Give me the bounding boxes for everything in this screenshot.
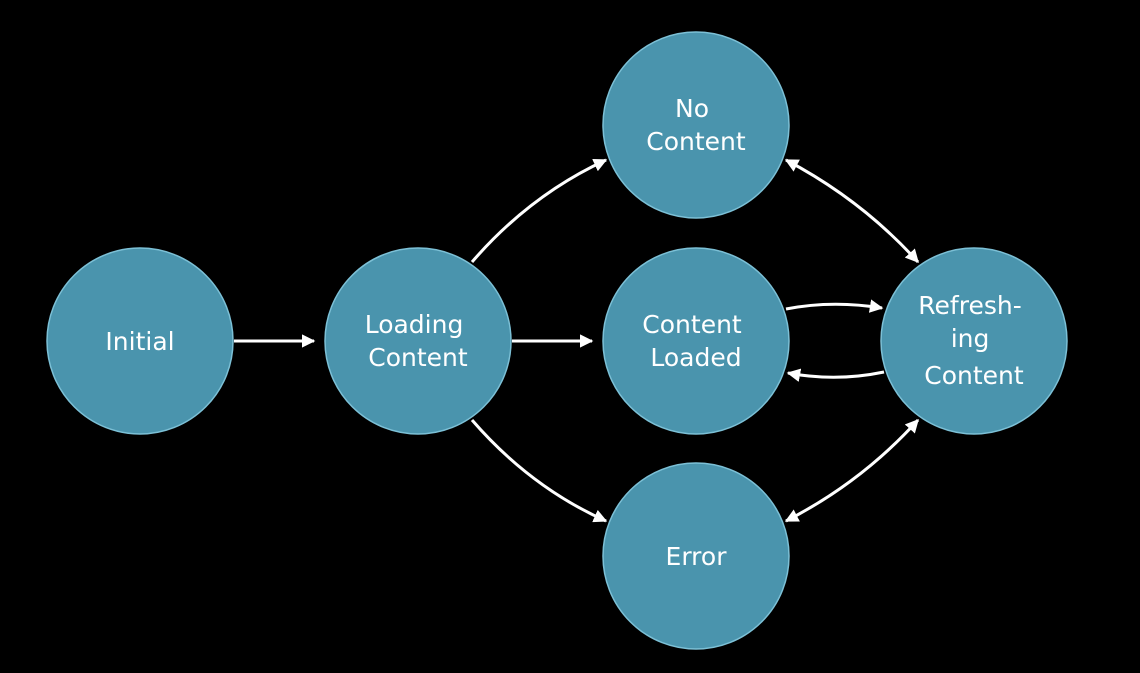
node-loading-content-label: Loading Content xyxy=(365,310,472,372)
node-refreshing-content-line-2: ing xyxy=(951,324,990,353)
edges xyxy=(234,158,920,523)
node-content-loaded-circle xyxy=(602,247,790,435)
node-content-loaded-line-1: Content xyxy=(642,310,742,339)
node-content-loaded-label: Content Loaded xyxy=(642,310,749,372)
node-error-circle xyxy=(602,462,790,650)
node-content-loaded: Content Loaded xyxy=(602,247,790,435)
node-loading-content-circle xyxy=(324,247,512,435)
node-initial: Initial xyxy=(46,247,234,435)
edge-loading-to-error xyxy=(470,419,608,523)
edge-loading-to-no-content xyxy=(470,158,608,263)
node-error-line-1: Error xyxy=(666,542,728,571)
node-refreshing-content-circle xyxy=(880,247,1068,435)
node-initial-circle xyxy=(46,247,234,435)
node-loading-content-line-1: Loading xyxy=(365,310,464,339)
node-initial-line-1: Initial xyxy=(105,327,174,356)
node-loading-content-line-2: Content xyxy=(368,343,468,372)
edge-error-refreshing xyxy=(784,418,920,523)
edge-refreshing-to-content-loaded xyxy=(786,368,885,382)
node-error-label: Error xyxy=(666,542,728,571)
node-no-content-line-2: Content xyxy=(646,127,746,156)
node-loading-content: Loading Content xyxy=(324,247,512,435)
node-no-content-label: No Content xyxy=(646,94,746,156)
node-refreshing-content-line-3: Content xyxy=(924,361,1024,390)
edge-no-content-refreshing xyxy=(784,158,920,264)
node-no-content-line-1: No xyxy=(675,94,709,123)
node-refreshing-content: Refresh- ing Content xyxy=(880,247,1068,435)
node-error: Error xyxy=(602,462,790,650)
node-no-content-circle xyxy=(602,31,790,219)
node-refreshing-content-label: Refresh- ing Content xyxy=(918,291,1029,390)
node-content-loaded-line-2: Loaded xyxy=(650,343,741,372)
node-refreshing-content-line-1: Refresh- xyxy=(918,291,1021,320)
edge-content-loaded-to-refreshing xyxy=(785,299,884,313)
node-initial-label: Initial xyxy=(105,327,174,356)
node-no-content: No Content xyxy=(602,31,790,219)
